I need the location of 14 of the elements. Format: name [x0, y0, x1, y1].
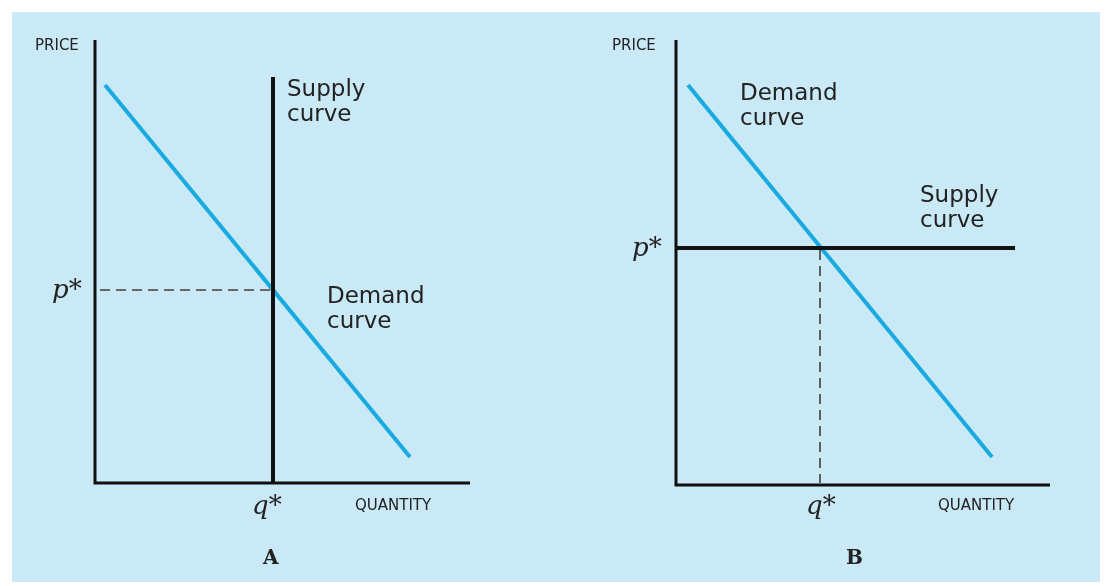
curve-label: Supply curve — [920, 182, 1000, 232]
axis-label: QUANTITY — [355, 496, 432, 514]
axis-label: PRICE — [612, 36, 656, 54]
panel-label: A — [263, 545, 279, 569]
quantity-label: q* — [252, 490, 282, 520]
curve-label: Demand curve — [327, 283, 426, 333]
axis-label: PRICE — [35, 36, 79, 54]
curve-label: Supply curve — [287, 76, 367, 126]
quantity-label: q* — [806, 490, 836, 520]
price-label: p* — [52, 274, 82, 304]
price-label: p* — [632, 232, 662, 262]
curve-label: Demand curve — [740, 80, 839, 130]
axis-label: QUANTITY — [938, 496, 1015, 514]
panel-label: B — [846, 545, 863, 569]
